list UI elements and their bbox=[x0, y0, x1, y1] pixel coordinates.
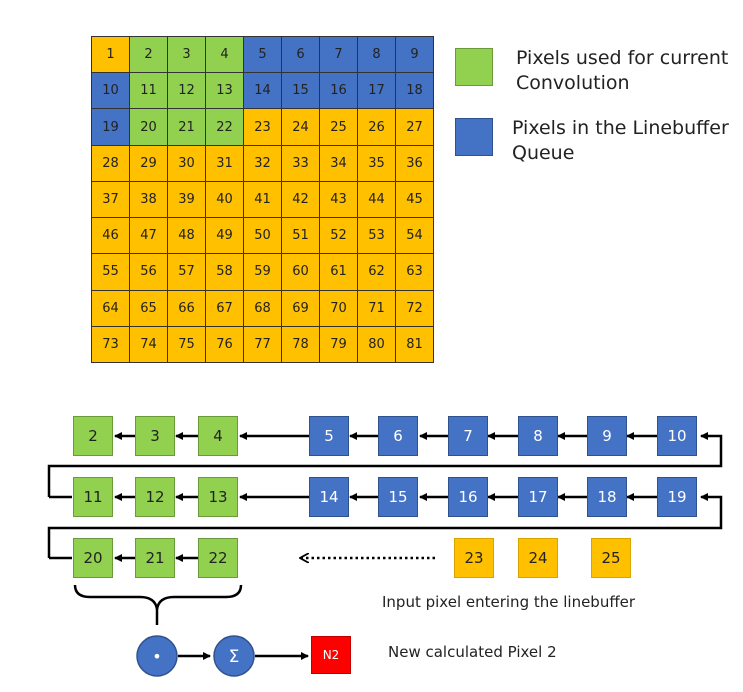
grid-cell: 61 bbox=[319, 253, 358, 291]
grid-cell: 80 bbox=[357, 325, 396, 363]
queue-pixel-green: 4 bbox=[198, 416, 238, 456]
grid-cell: 11 bbox=[129, 72, 168, 110]
grid-cell: 53 bbox=[357, 217, 396, 255]
grid-cell: 63 bbox=[395, 253, 434, 291]
grid-cell: 81 bbox=[395, 325, 434, 363]
grid-cell: 73 bbox=[91, 325, 130, 363]
grid-cell: 33 bbox=[281, 144, 320, 182]
multiply-symbol: • bbox=[152, 647, 161, 666]
grid-cell: 47 bbox=[129, 217, 168, 255]
queue-pixel-blue: 16 bbox=[448, 477, 488, 517]
grid-cell: 22 bbox=[205, 108, 244, 146]
queue-pixel-green: 13 bbox=[198, 477, 238, 517]
grid-cell: 16 bbox=[319, 72, 358, 110]
queue-pixel-blue: 8 bbox=[518, 416, 558, 456]
grid-cell: 19 bbox=[91, 108, 130, 146]
convolution-bracket bbox=[73, 584, 243, 625]
legend-blue-label: Pixels in the Linebuffer Queue bbox=[512, 117, 729, 164]
queue-pixel-blue: 6 bbox=[378, 416, 418, 456]
queue-pixel-blue: 19 bbox=[657, 477, 697, 517]
grid-cell: 28 bbox=[91, 144, 130, 182]
grid-cell: 51 bbox=[281, 217, 320, 255]
queue-pixel-green: 12 bbox=[135, 477, 175, 517]
grid-cell: 77 bbox=[243, 325, 282, 363]
grid-cell: 18 bbox=[395, 72, 434, 110]
grid-cell: 71 bbox=[357, 289, 396, 327]
grid-cell: 42 bbox=[281, 180, 320, 219]
grid-cell: 56 bbox=[129, 253, 168, 291]
queue-pixel-orange: 24 bbox=[518, 538, 558, 578]
grid-cell: 24 bbox=[281, 108, 320, 146]
result-pixel-label: N2 bbox=[322, 648, 340, 662]
grid-cell: 10 bbox=[91, 72, 130, 110]
queue-pixel-green: 2 bbox=[73, 416, 113, 456]
grid-cell: 39 bbox=[167, 180, 206, 219]
grid-cell: 54 bbox=[395, 217, 434, 255]
grid-cell: 36 bbox=[395, 144, 434, 182]
input-caption: Input pixel entering the linebuffer bbox=[382, 593, 636, 611]
grid-cell: 68 bbox=[243, 289, 282, 327]
grid-cell: 69 bbox=[281, 289, 320, 327]
grid-cell: 12 bbox=[167, 72, 206, 110]
grid-cell: 37 bbox=[91, 180, 130, 219]
legend-blue-swatch bbox=[455, 118, 493, 156]
queue-pixel-green: 3 bbox=[135, 416, 175, 456]
queue-pixel-blue: 18 bbox=[587, 477, 627, 517]
queue-pixel-blue: 7 bbox=[448, 416, 488, 456]
queue-pixel-blue: 9 bbox=[587, 416, 627, 456]
queue-pixel-blue: 17 bbox=[518, 477, 558, 517]
grid-cell: 78 bbox=[281, 325, 320, 363]
legend-green-label: Pixels used for current Convolution bbox=[516, 47, 729, 94]
queue-pixel-blue: 14 bbox=[309, 477, 349, 517]
grid-cell: 14 bbox=[243, 72, 282, 110]
wrap-connector-2 bbox=[47, 493, 723, 560]
grid-cell: 15 bbox=[281, 72, 320, 110]
grid-cell: 57 bbox=[167, 253, 206, 291]
grid-cell: 46 bbox=[91, 217, 130, 255]
grid-cell: 25 bbox=[319, 108, 358, 146]
grid-cell: 79 bbox=[319, 325, 358, 363]
queue-pixel-orange: 25 bbox=[591, 538, 631, 578]
grid-cell: 58 bbox=[205, 253, 244, 291]
queue-pixel-blue: 10 bbox=[657, 416, 697, 456]
result-pixel-box: N2 bbox=[311, 636, 351, 674]
queue-pixel-blue: 5 bbox=[309, 416, 349, 456]
grid-cell: 62 bbox=[357, 253, 396, 291]
grid-cell: 31 bbox=[205, 144, 244, 182]
wrap-connector-1 bbox=[47, 432, 723, 497]
queue-pixel-blue: 15 bbox=[378, 477, 418, 517]
queue-pixel-green: 22 bbox=[198, 538, 238, 578]
grid-cell: 50 bbox=[243, 217, 282, 255]
grid-cell: 20 bbox=[129, 108, 168, 146]
queue-pixel-green: 21 bbox=[135, 538, 175, 578]
grid-cell: 70 bbox=[319, 289, 358, 327]
queue-pixel-green: 20 bbox=[73, 538, 113, 578]
grid-cell: 6 bbox=[281, 36, 320, 74]
grid-cell: 74 bbox=[129, 325, 168, 363]
grid-cell: 1 bbox=[91, 36, 130, 74]
grid-cell: 67 bbox=[205, 289, 244, 327]
grid-cell: 7 bbox=[319, 36, 358, 74]
grid-cell: 41 bbox=[243, 180, 282, 219]
output-caption: New calculated Pixel 2 bbox=[388, 643, 557, 661]
grid-cell: 13 bbox=[205, 72, 244, 110]
grid-cell: 5 bbox=[243, 36, 282, 74]
legend-green-swatch bbox=[455, 48, 493, 86]
multiply-node bbox=[136, 635, 178, 677]
queue-pixel-orange: 23 bbox=[454, 538, 494, 578]
grid-cell: 75 bbox=[167, 325, 206, 363]
sum-symbol: Σ bbox=[229, 647, 240, 667]
sum-node bbox=[213, 635, 255, 677]
queue-pixel-green: 11 bbox=[73, 477, 113, 517]
grid-cell: 76 bbox=[205, 325, 244, 363]
